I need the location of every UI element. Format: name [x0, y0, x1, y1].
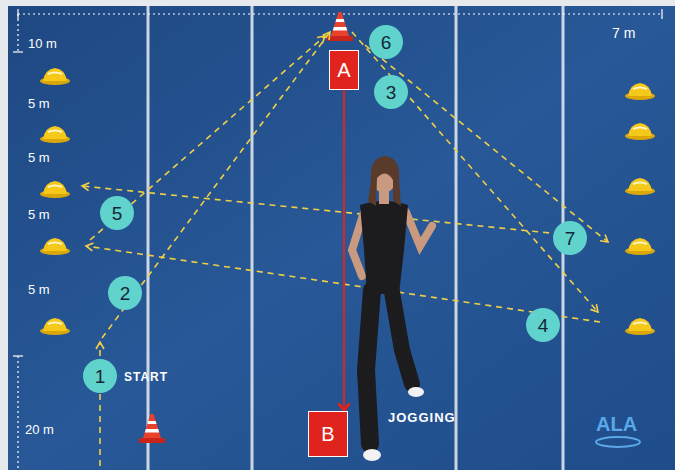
callout-number: 1 — [95, 367, 106, 386]
lane-lines — [148, 6, 563, 470]
marker-cones — [40, 68, 655, 335]
dimension-label: 5 m — [28, 97, 50, 111]
station-box: A — [329, 50, 359, 90]
note-label: JOGGING — [388, 411, 456, 425]
dimension-label: 5 m — [28, 151, 50, 165]
callout-number: 3 — [386, 83, 397, 102]
logo-swoosh — [596, 437, 640, 447]
note-label: START — [124, 371, 168, 384]
run-line-arrow — [343, 90, 345, 409]
station-letter: A — [337, 60, 350, 80]
station-letter: B — [321, 424, 334, 444]
dimension-label: 20 m — [25, 423, 54, 437]
step-number-circle: 7 — [552, 220, 588, 256]
step-number-circle: 5 — [99, 195, 135, 231]
station-box: B — [308, 411, 348, 457]
callout-number: 7 — [565, 229, 576, 248]
callout-number: 6 — [381, 33, 392, 52]
callout-number: 2 — [120, 284, 131, 303]
step-number-circle: 2 — [107, 275, 143, 311]
step-number-circle: 3 — [373, 74, 409, 110]
dimension-label: 5 m — [28, 283, 50, 297]
callout-number: 5 — [112, 204, 123, 223]
callout-number: 4 — [538, 316, 549, 335]
traffic-cones — [139, 12, 353, 443]
step-number-circle: 4 — [525, 307, 561, 343]
dimension-label: 10 m — [28, 37, 57, 51]
track-surface — [8, 6, 675, 470]
dimension-label: 7 m — [612, 26, 635, 41]
run-path-arrows — [82, 32, 608, 466]
dimension-lines — [13, 9, 662, 470]
dimension-label: 5 m — [28, 208, 50, 222]
step-number-circle: 1 — [82, 358, 118, 394]
step-number-circle: 6 — [368, 24, 404, 60]
logo-text: ALA — [596, 413, 637, 435]
